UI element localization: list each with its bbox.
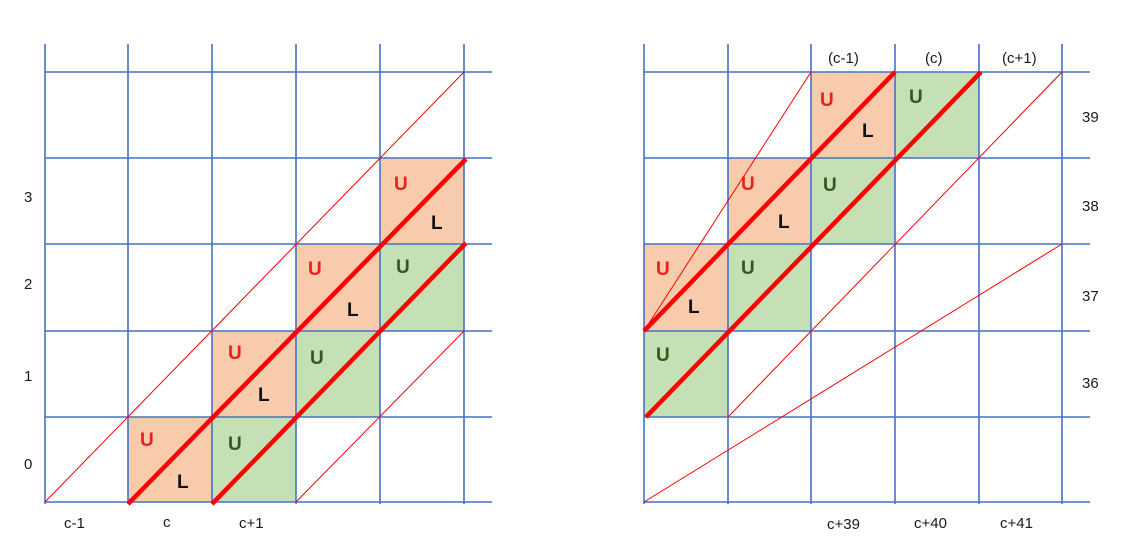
right-top-label: (c-1)	[828, 50, 859, 67]
right-u-green: U	[741, 258, 755, 279]
left-cell-letters: U L U L U L U L U U U	[140, 174, 443, 493]
right-thick-diagonal	[644, 70, 983, 419]
right-bottom-label: c+40	[914, 515, 947, 532]
left-col-labels: c-1 c c+1	[64, 514, 264, 532]
left-diagonals	[44, 71, 468, 506]
right-top-label: (c+1)	[1002, 50, 1037, 67]
left-u-orange: U	[394, 174, 408, 195]
right-u-green: U	[823, 175, 837, 196]
right-l: L	[688, 297, 700, 318]
right-bottom-label: c+41	[1000, 515, 1033, 532]
right-top-labels: (c-1) (c) (c+1)	[828, 50, 1037, 67]
right-top-label: (c)	[925, 50, 943, 67]
left-row-label: 1	[24, 368, 32, 385]
left-row-labels: 0 1 2 3	[24, 189, 32, 473]
left-thick-diagonal	[210, 241, 468, 506]
right-row-label: 36	[1082, 375, 1099, 392]
right-row-label: 39	[1082, 109, 1099, 126]
right-thin-diagonal	[727, 71, 1063, 418]
left-panel: U L U L U L U L U U U 0 1 2 3 c-1 c c+1	[24, 44, 492, 532]
right-grid	[643, 44, 1090, 504]
right-bottom-labels: c+39 c+40 c+41	[827, 515, 1033, 533]
left-col-label: c-1	[64, 515, 85, 532]
left-col-label: c	[163, 514, 171, 531]
left-thick-diagonal	[126, 157, 468, 506]
left-thin-diagonal	[44, 71, 465, 503]
left-u-green: U	[396, 257, 410, 278]
left-l: L	[258, 385, 270, 406]
left-u-green: U	[310, 348, 324, 369]
left-u-orange: U	[140, 430, 154, 451]
left-col-label: c+1	[239, 515, 264, 532]
right-u-orange: U	[820, 90, 834, 111]
right-bottom-label: c+39	[827, 516, 860, 533]
right-thick-diagonal	[642, 70, 897, 333]
right-thin-diagonal	[643, 243, 1063, 503]
right-row-label: 38	[1082, 198, 1099, 215]
left-l: L	[431, 213, 443, 234]
right-thin-diagonal	[643, 71, 812, 332]
right-u-orange: U	[656, 259, 670, 280]
right-panel: U L U L U L U U U U (c-1) (c) (c+1) 39 3…	[642, 44, 1099, 533]
left-row-label: 2	[24, 276, 32, 293]
right-row-label: 37	[1082, 288, 1099, 305]
right-l: L	[778, 212, 790, 233]
left-thin-diagonal	[295, 330, 465, 503]
right-u-orange: U	[741, 174, 755, 195]
right-l: L	[862, 121, 874, 142]
right-row-labels: 39 38 37 36	[1082, 109, 1099, 392]
left-grid	[44, 44, 492, 504]
left-u-green: U	[228, 434, 242, 455]
left-u-orange: U	[228, 343, 242, 364]
right-diagonals	[642, 70, 1063, 503]
right-u-green: U	[656, 345, 670, 366]
right-u-green: U	[909, 87, 923, 108]
left-l: L	[347, 300, 359, 321]
left-row-label: 3	[24, 189, 32, 206]
right-cell-letters: U L U L U L U U U U	[656, 87, 923, 366]
left-u-orange: U	[308, 259, 322, 280]
left-l: L	[177, 472, 189, 493]
left-row-label: 0	[24, 456, 32, 473]
